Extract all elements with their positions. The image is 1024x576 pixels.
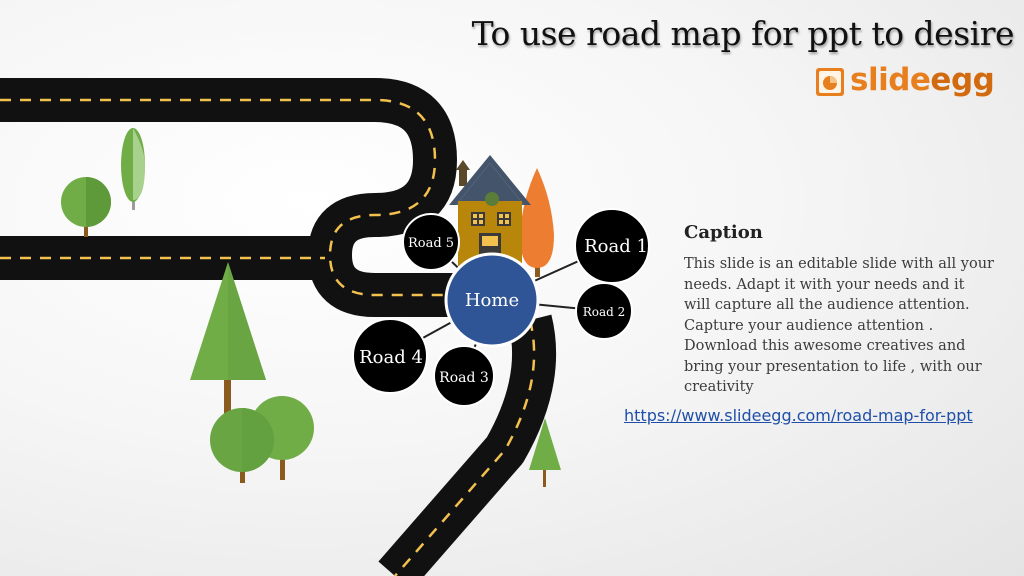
svg-text:Road 1: Road 1 bbox=[584, 236, 648, 257]
node-road-5: Road 5 bbox=[402, 213, 460, 271]
node-home: Home bbox=[444, 252, 540, 348]
node-road-1: Road 1 bbox=[574, 208, 650, 284]
house-icon bbox=[449, 155, 531, 266]
svg-text:Road 4: Road 4 bbox=[359, 347, 423, 368]
node-road-3: Road 3 bbox=[433, 345, 495, 407]
road bbox=[0, 78, 557, 576]
node-road-4: Road 4 bbox=[352, 318, 428, 394]
svg-text:Road 3: Road 3 bbox=[439, 370, 489, 386]
tree-tall-slim bbox=[121, 128, 145, 210]
svg-text:Road 2: Road 2 bbox=[583, 305, 626, 319]
tree-pine-small bbox=[529, 418, 561, 487]
tree-pine-large bbox=[190, 262, 266, 415]
node-road-2: Road 2 bbox=[575, 282, 633, 340]
slide-title: To use road map for ppt to desire bbox=[471, 14, 1015, 53]
caption-title: Caption bbox=[684, 222, 763, 243]
slideegg-link[interactable]: https://www.slideegg.com/road-map-for-pp… bbox=[624, 406, 973, 425]
tree-round-small bbox=[61, 177, 111, 237]
tree-round-pair bbox=[210, 396, 314, 483]
tree-orange bbox=[520, 168, 554, 277]
logo-text: slideegg bbox=[850, 62, 995, 98]
logo-icon bbox=[816, 68, 844, 96]
svg-text:Road 5: Road 5 bbox=[408, 236, 454, 251]
caption-body: This slide is an editable slide with all… bbox=[684, 256, 994, 395]
svg-text:Home: Home bbox=[465, 290, 519, 311]
slideegg-logo: slideegg bbox=[815, 62, 1005, 104]
